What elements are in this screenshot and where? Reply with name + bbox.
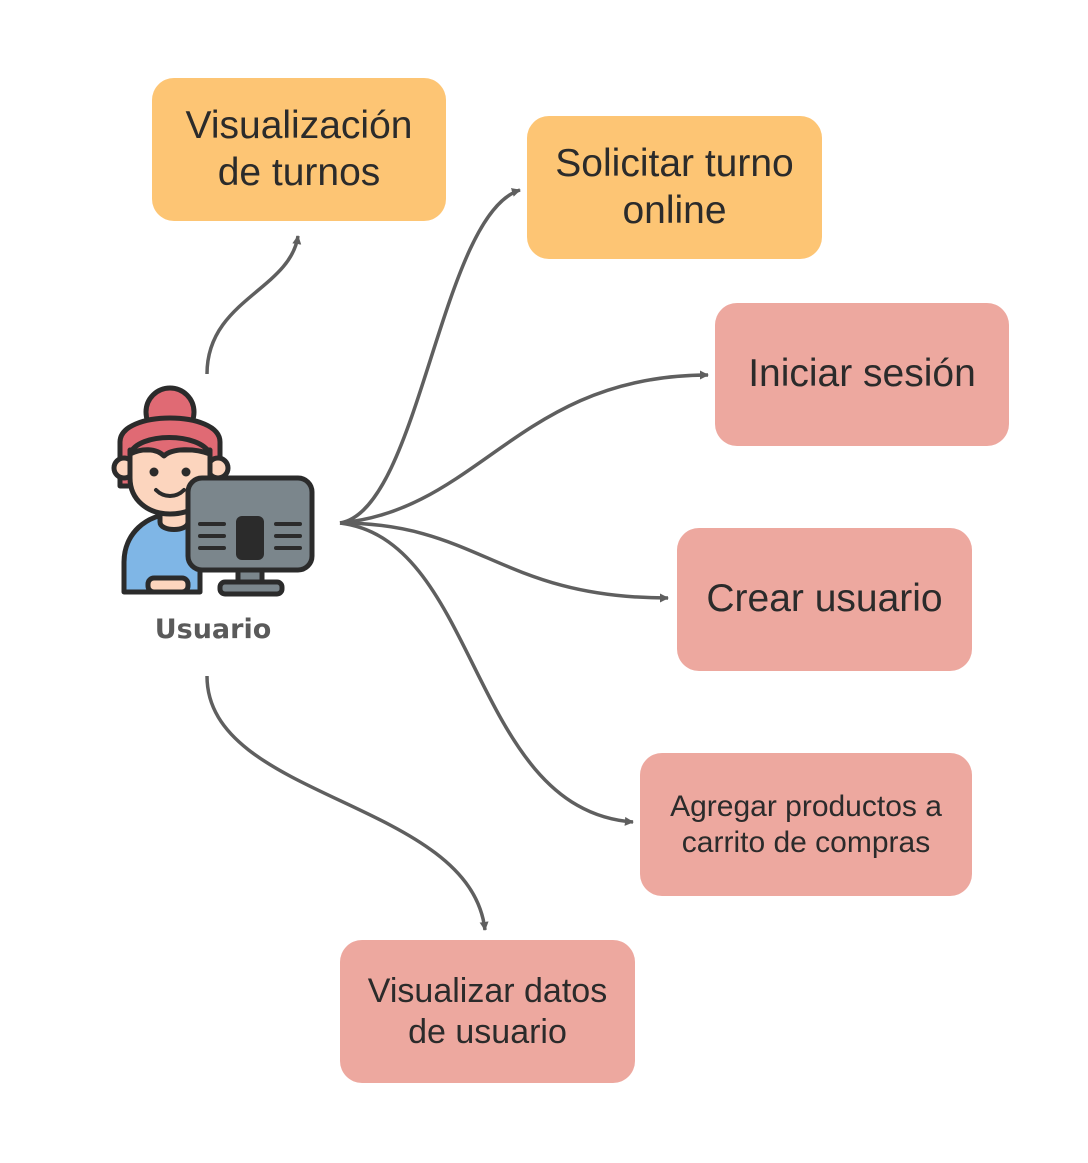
node-agregar-productos: Agregar productos a carrito de compras <box>640 753 972 896</box>
node-visualizar-datos: Visualizar datos de usuario <box>340 940 635 1083</box>
arrow-to-agregar-productos <box>339 521 634 826</box>
node-solicitar-turno: Solicitar turno online <box>527 116 822 259</box>
arrow-to-visualizacion-turnos <box>205 235 302 375</box>
actor-label: Usuario <box>154 614 272 645</box>
node-visualizacion-turnos: Visualización de turnos <box>152 78 446 221</box>
arrow-to-iniciar-sesion <box>339 370 709 525</box>
node-iniciar-sesion: Iniciar sesión <box>715 303 1009 446</box>
arrow-to-solicitar-turno <box>339 188 521 525</box>
arrow-to-crear-usuario <box>339 521 669 603</box>
node-crear-usuario: Crear usuario <box>677 528 972 671</box>
user-at-computer-icon <box>111 385 315 597</box>
actor-usuario: Usuario <box>108 382 318 672</box>
arrow-to-visualizar-datos <box>205 675 489 931</box>
